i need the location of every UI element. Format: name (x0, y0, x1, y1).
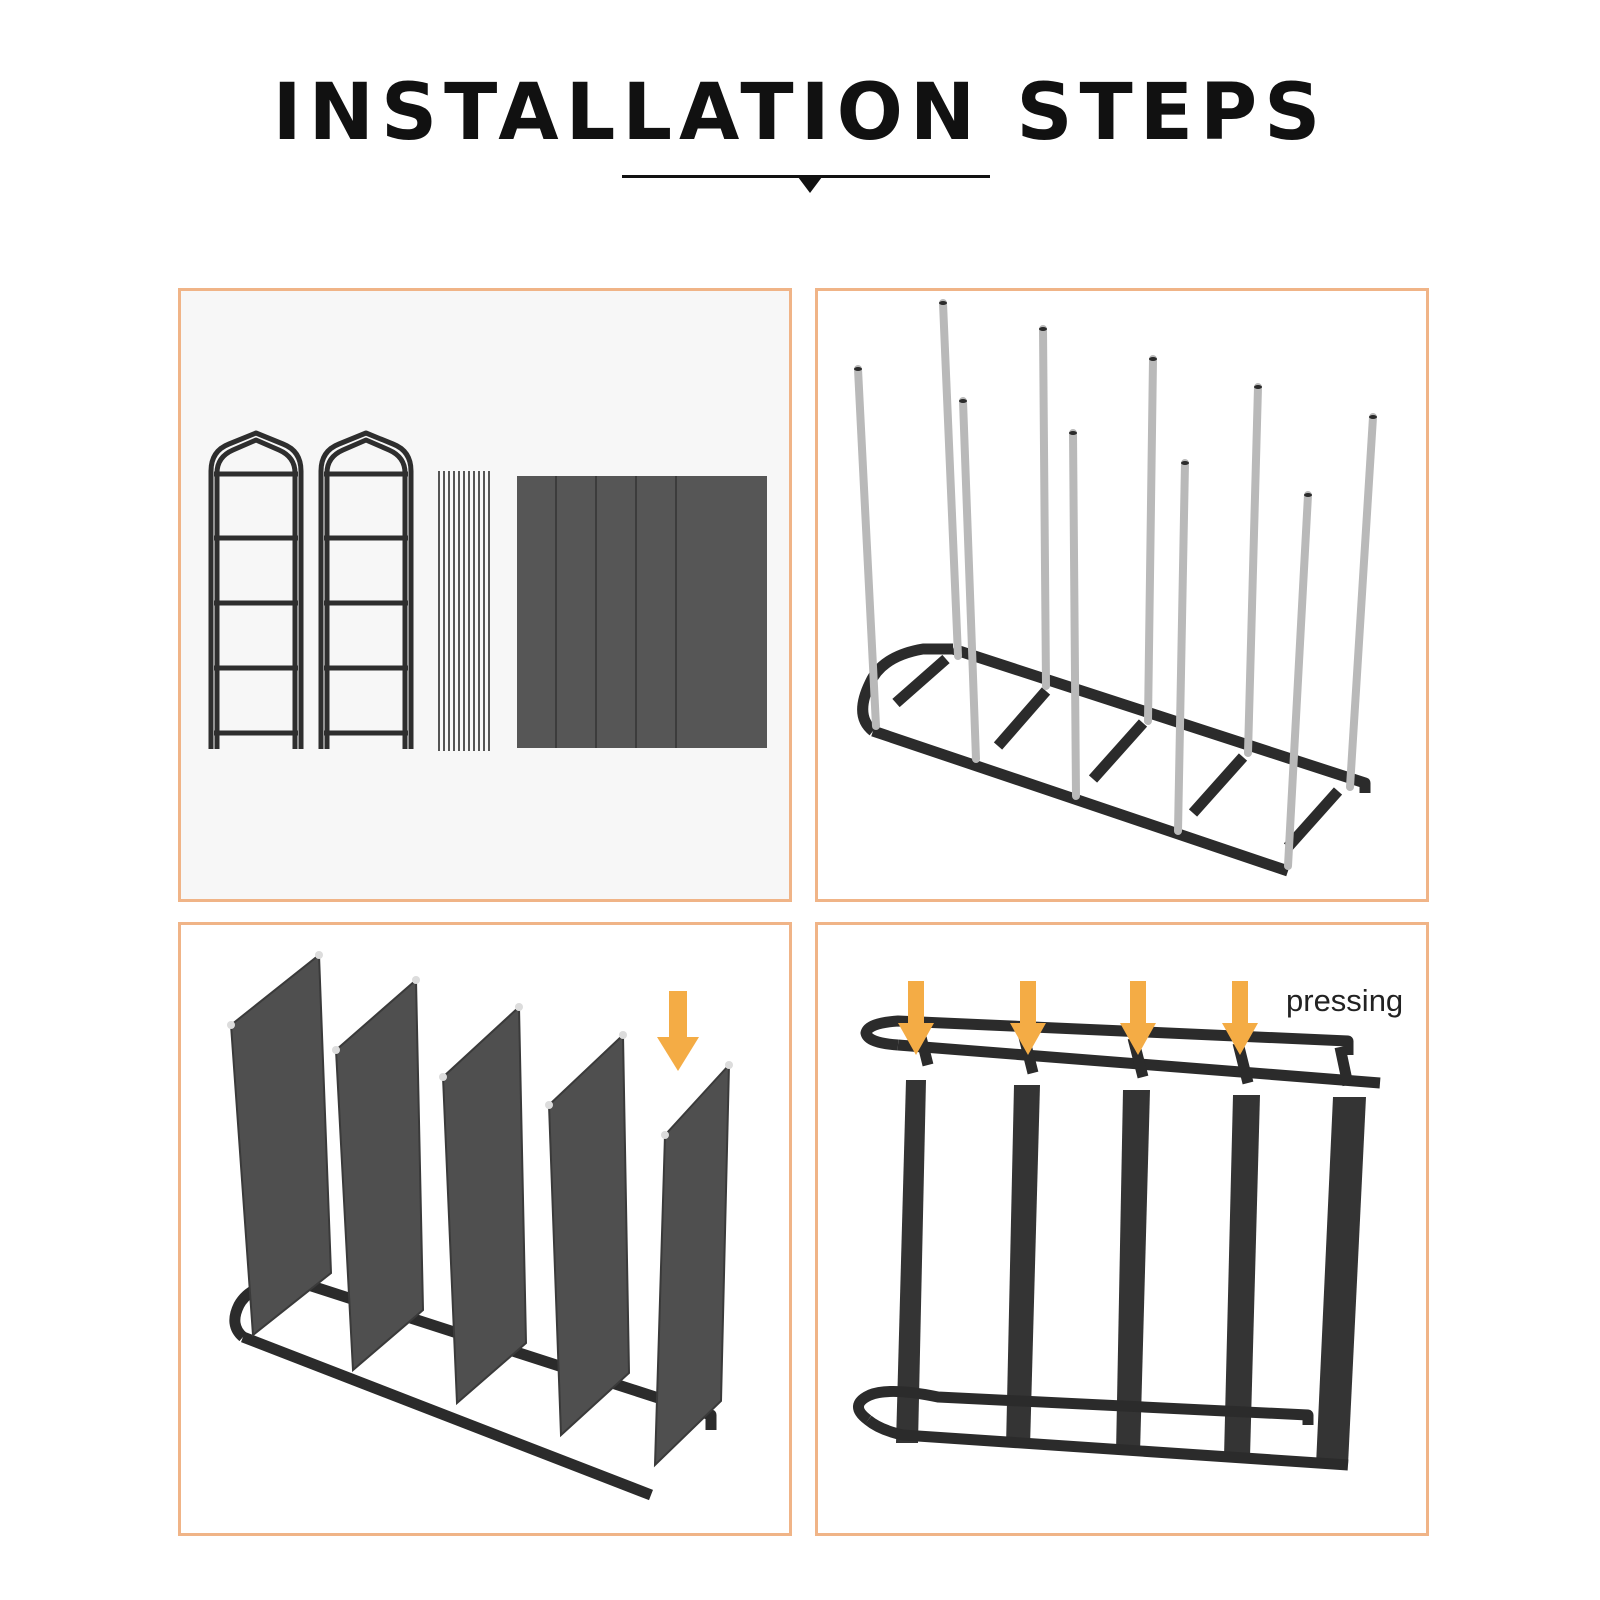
step-3-panel (178, 922, 792, 1536)
title-divider (622, 175, 990, 178)
step-4-panel: pressing (815, 922, 1429, 1536)
poles-inserted-icon (854, 299, 1377, 877)
title-pointer-icon (798, 177, 822, 193)
press-assembly-icon (853, 981, 1381, 1471)
pressing-label: pressing (1286, 983, 1404, 1018)
press-down-arrow-icon (657, 991, 699, 1071)
page-title: INSTALLATION STEPS (272, 68, 1328, 158)
parts-layout-icon (208, 430, 767, 751)
panels-inserted-icon (227, 951, 733, 1501)
press-arrows-icon (898, 981, 1258, 1055)
step-1-panel (178, 288, 792, 902)
step-2-panel (815, 288, 1429, 902)
